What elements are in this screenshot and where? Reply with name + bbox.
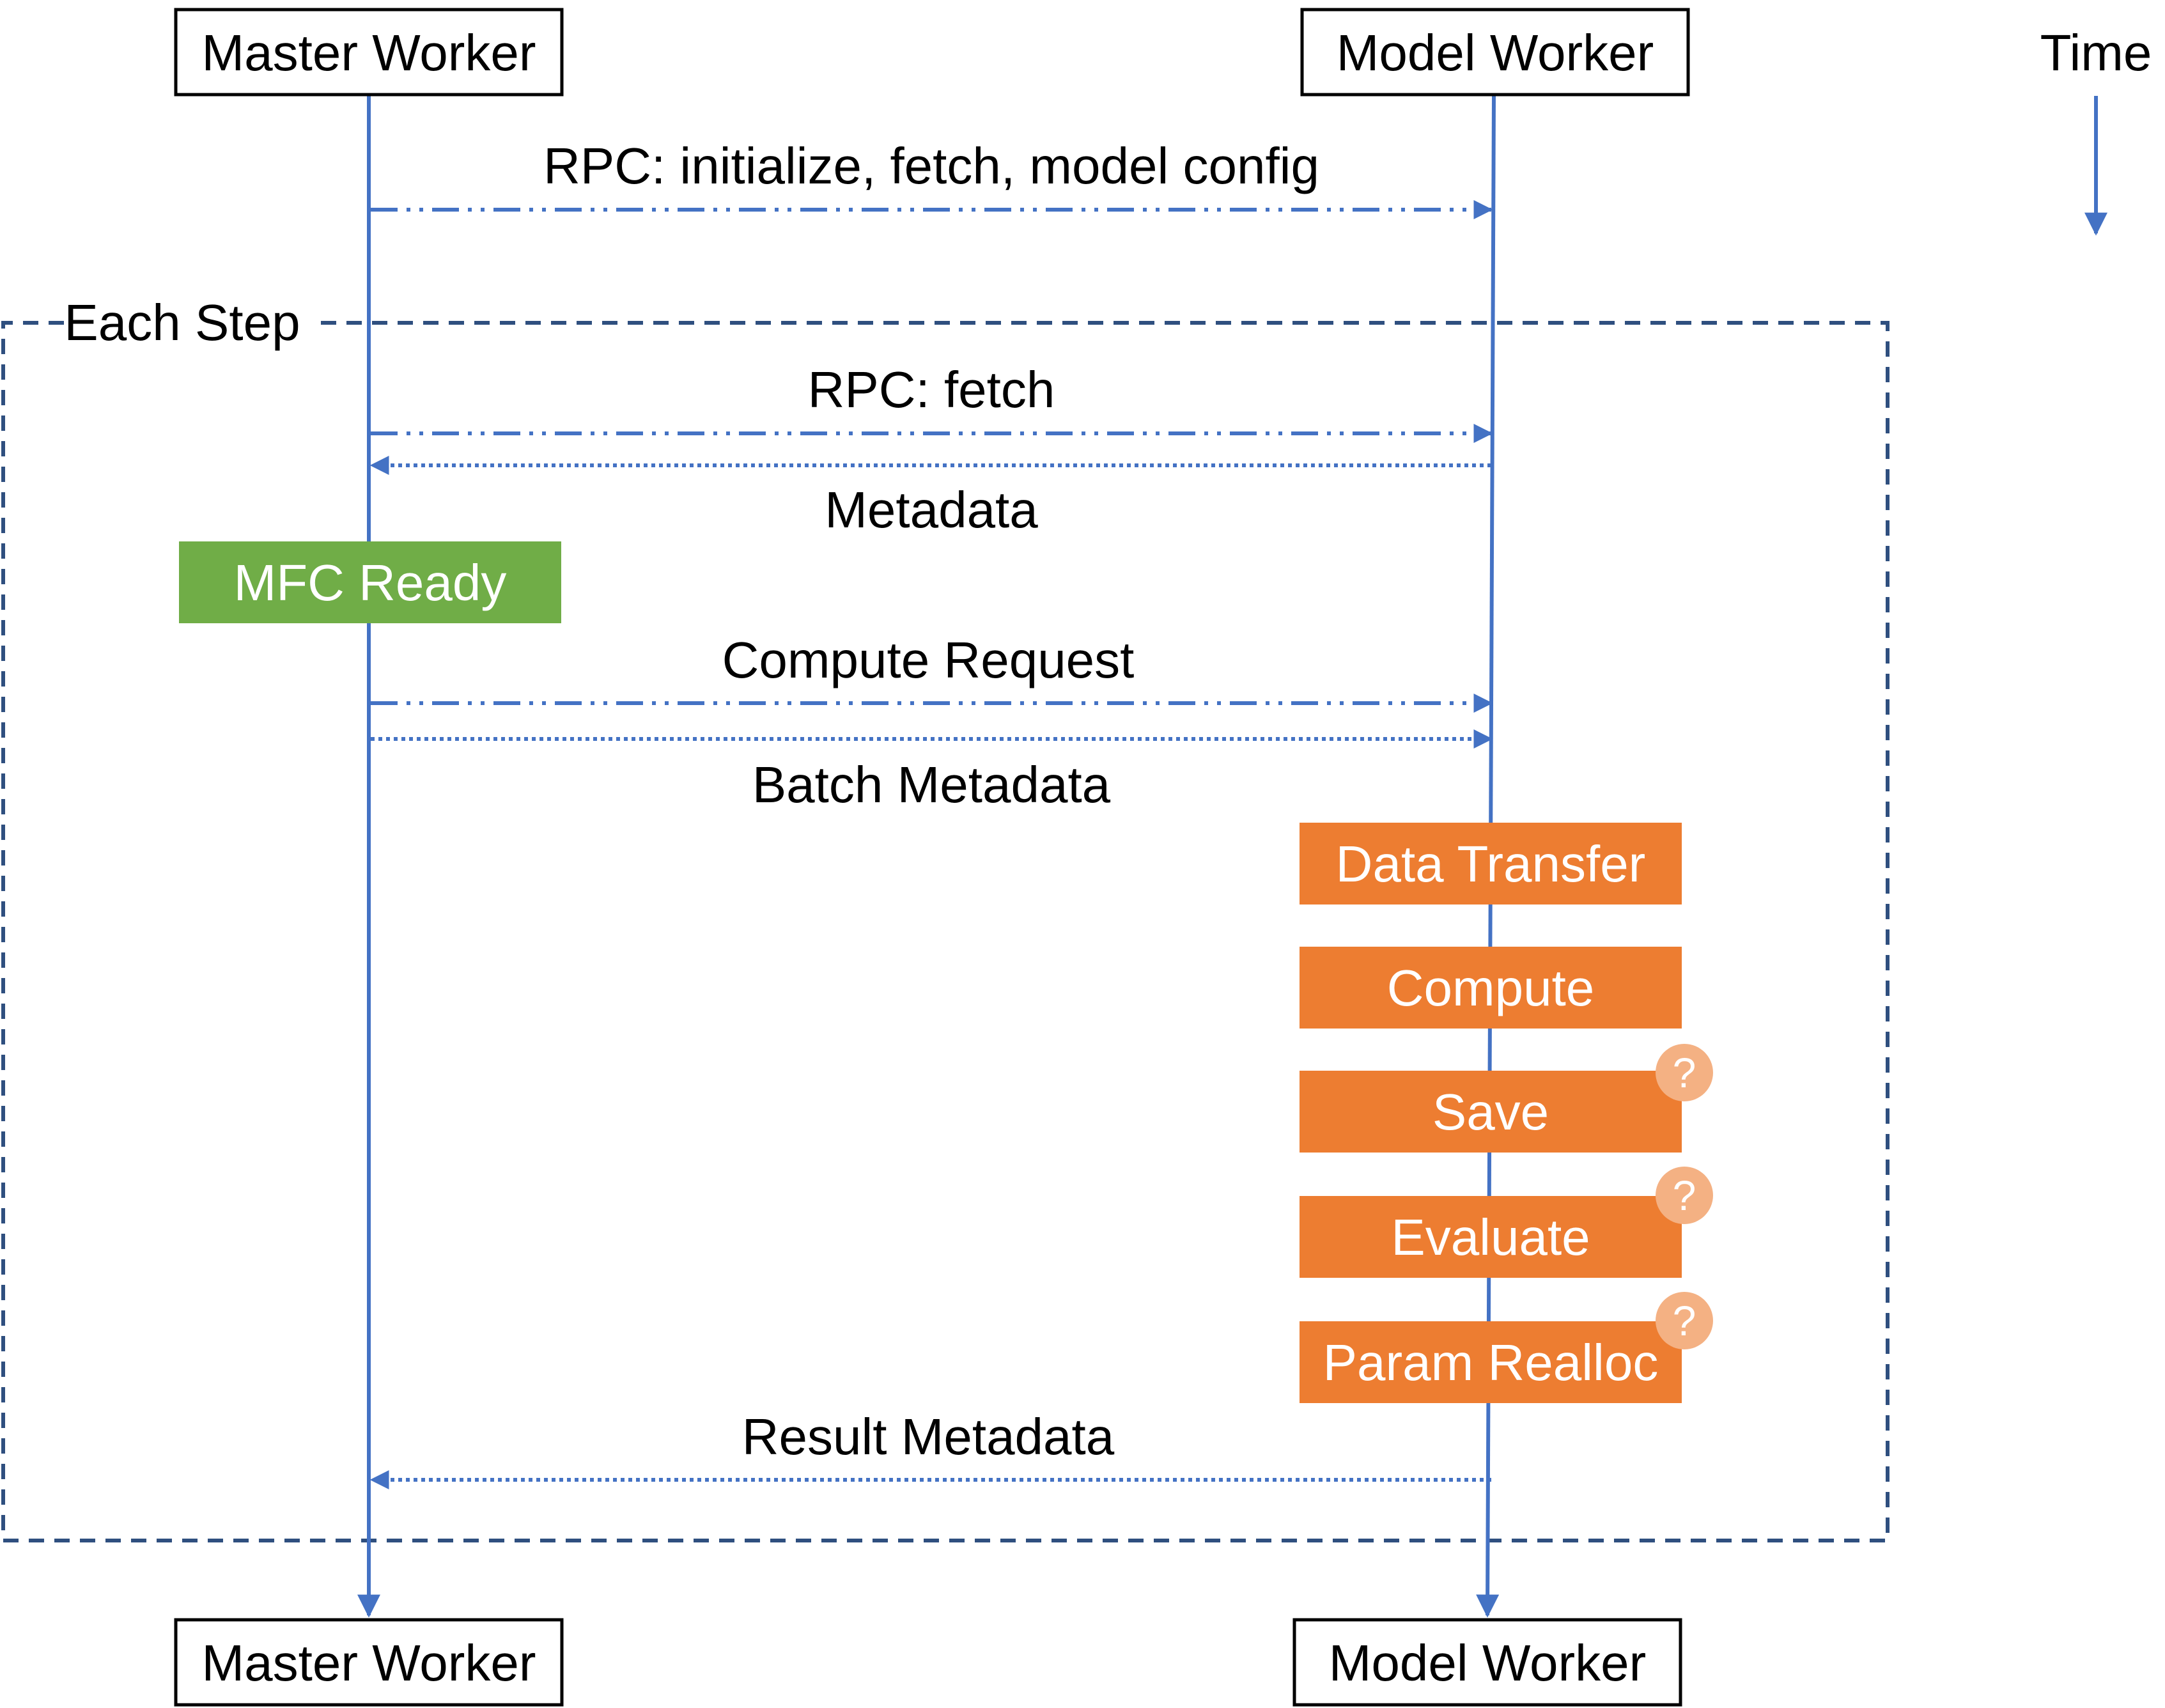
message-label: RPC: initialize, fetch, model config (543, 137, 1319, 194)
message-label: Result Metadata (742, 1408, 1115, 1465)
participant-label: Master Worker (201, 1634, 536, 1691)
activity-label: Compute (1387, 959, 1595, 1016)
optional-mark: ? (1673, 1172, 1696, 1219)
message-result-metadata: Result Metadata (369, 1408, 1491, 1489)
participant-label: Model Worker (1329, 1634, 1646, 1691)
master-worker-header-top: Master Worker (174, 8, 564, 97)
loop-frame: Each Step (1, 294, 1890, 1542)
activity-label: Evaluate (1391, 1209, 1590, 1266)
message-batch-metadata: Batch Metadata (371, 729, 1493, 813)
time-label: Time (2040, 24, 2152, 81)
message-metadata-return: Metadata (369, 456, 1491, 538)
mfc-ready-box: MFC Ready (179, 541, 561, 623)
model-worker-header-top: Model Worker (1300, 8, 1690, 97)
optional-mark: ? (1673, 1049, 1696, 1096)
activity-label: MFC Ready (234, 554, 507, 611)
optional-badge: ? (1656, 1044, 1713, 1101)
model-worker-footer: Model Worker (1292, 1618, 1682, 1707)
message-compute-request: Compute Request (371, 632, 1493, 713)
loop-label: Each Step (64, 294, 300, 351)
activity-compute: Compute (1300, 947, 1682, 1029)
master-worker-footer: Master Worker (174, 1618, 564, 1707)
activity-label: Param Realloc (1323, 1334, 1659, 1391)
message-label: Metadata (825, 481, 1038, 538)
activity-param-realloc: Param Realloc ? (1300, 1292, 1713, 1403)
optional-mark: ? (1673, 1297, 1696, 1344)
optional-badge: ? (1656, 1292, 1713, 1349)
message-label: Compute Request (722, 632, 1135, 688)
activity-save: Save ? (1300, 1044, 1713, 1153)
optional-badge: ? (1656, 1167, 1713, 1224)
message-fetch-rpc: RPC: fetch (371, 361, 1493, 443)
activity-data-transfer: Data Transfer (1300, 823, 1682, 904)
participant-label: Master Worker (201, 24, 536, 81)
message-label: Batch Metadata (752, 756, 1111, 813)
message-label: RPC: fetch (808, 361, 1055, 418)
activity-evaluate: Evaluate ? (1300, 1167, 1713, 1278)
activity-label: Save (1432, 1083, 1549, 1140)
activity-label: Data Transfer (1336, 835, 1646, 892)
participant-label: Model Worker (1337, 24, 1654, 81)
message-init-rpc: RPC: initialize, fetch, model config (371, 137, 1493, 219)
